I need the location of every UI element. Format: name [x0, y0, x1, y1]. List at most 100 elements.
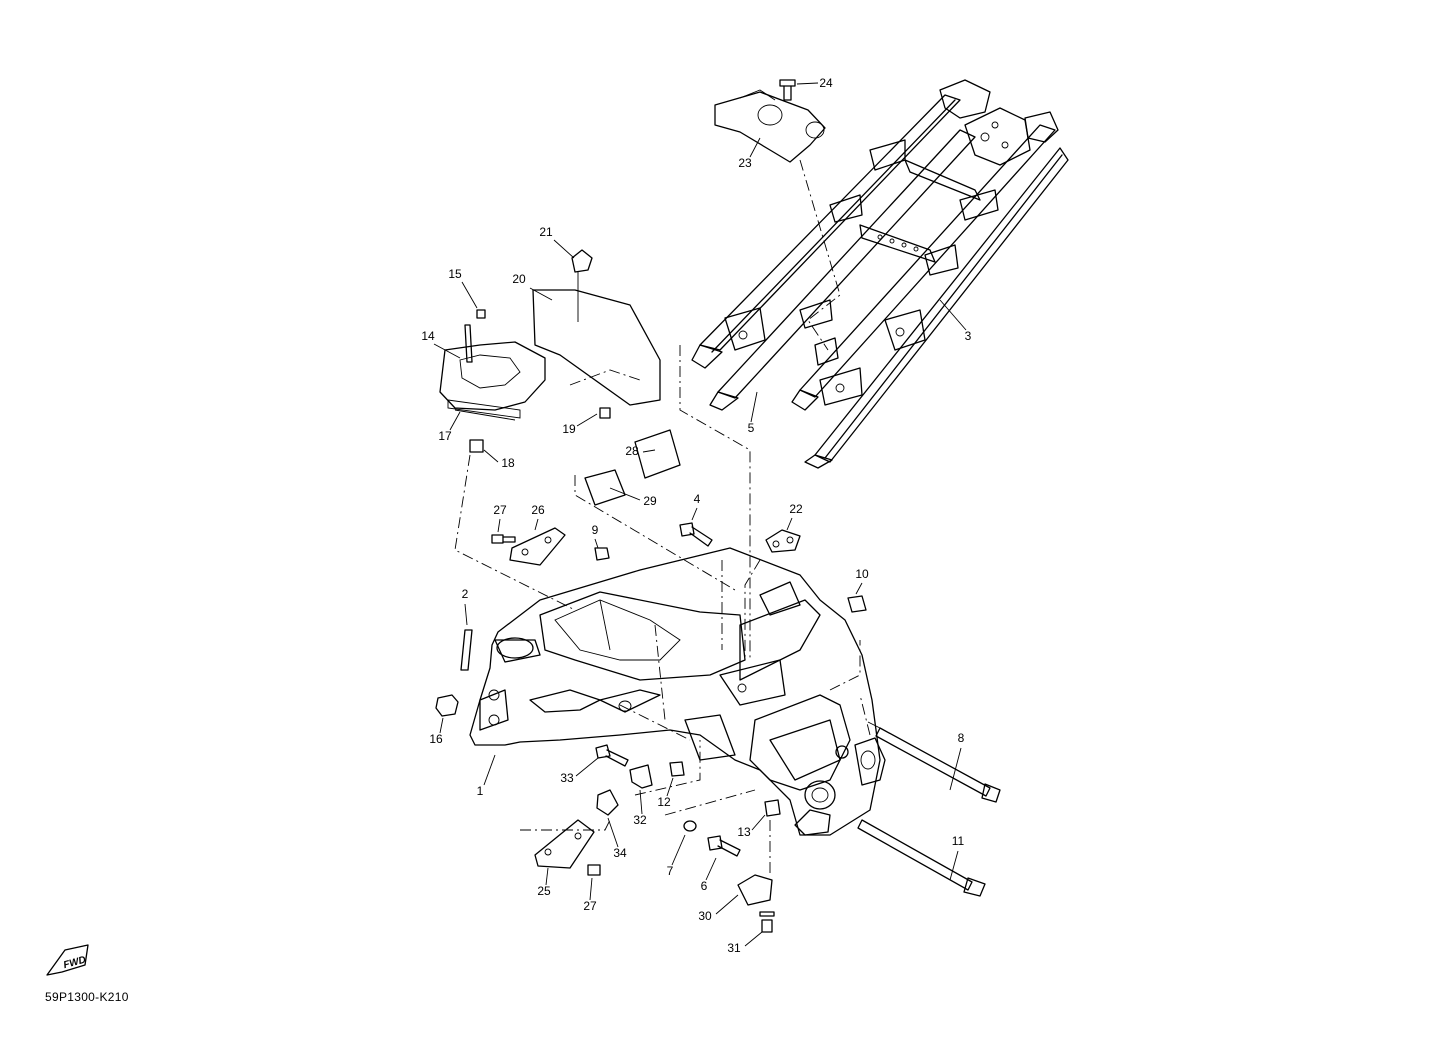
leader-line — [545, 867, 549, 886]
leader-line — [949, 747, 962, 791]
part-number-label: 23 — [738, 156, 752, 170]
leader-line — [786, 517, 793, 531]
leader-line — [609, 487, 641, 501]
leader-line — [483, 754, 496, 786]
part-number-label: 1 — [477, 784, 484, 798]
part-number-label: 19 — [562, 422, 576, 436]
leader-line — [642, 449, 656, 453]
part-number-label: 31 — [727, 941, 741, 955]
leader-line — [483, 449, 499, 463]
callout-p9: 9 — [592, 523, 599, 549]
leader-line — [750, 391, 758, 423]
callout-p6: 6 — [701, 857, 717, 893]
leader-line — [939, 299, 967, 331]
callout-p34: 34 — [607, 817, 627, 860]
part-number-label: 2 — [462, 587, 469, 601]
part-number-label: 32 — [633, 813, 647, 827]
callout-p8: 8 — [949, 731, 965, 791]
callout-p26: 26 — [531, 503, 545, 531]
callout-p7: 7 — [667, 834, 686, 878]
fwd-arrow: FWD — [46, 944, 89, 976]
leader-line — [449, 411, 461, 431]
leader-line — [594, 538, 599, 549]
leader-line — [575, 757, 599, 777]
part-number-label: 12 — [657, 795, 671, 809]
part-number-label: 17 — [438, 429, 452, 443]
callout-p13: 13 — [737, 814, 766, 839]
callout-p31: 31 — [727, 931, 763, 955]
leader-line — [691, 507, 698, 521]
leader-line — [715, 894, 739, 915]
callout-p20: 20 — [512, 272, 553, 301]
callout-p27b: 27 — [583, 877, 597, 913]
pads-28-29-drawing — [584, 429, 681, 506]
callouts: 1234567891011121314151617181920212223242… — [421, 76, 971, 955]
assembly-lines — [454, 159, 871, 875]
part-number-label: 33 — [560, 771, 574, 785]
callout-p30: 30 — [698, 894, 739, 923]
leader-line — [534, 518, 539, 531]
tray-14-17-drawing — [439, 249, 661, 453]
part-number-label: 25 — [537, 884, 551, 898]
part-number-label: 6 — [701, 879, 708, 893]
callout-p11: 11 — [949, 834, 965, 881]
callout-p18: 18 — [483, 449, 515, 470]
part-number-label: 5 — [748, 421, 755, 435]
part-number-label: 26 — [531, 503, 545, 517]
callout-p22: 22 — [786, 502, 803, 531]
leader-line — [705, 857, 717, 881]
callout-p4: 4 — [691, 492, 701, 521]
callout-p16: 16 — [429, 717, 444, 746]
part-number-label: 30 — [698, 909, 712, 923]
callout-p28: 28 — [625, 444, 656, 458]
leader-line — [666, 777, 674, 797]
callout-p33: 33 — [560, 757, 599, 785]
callout-p15: 15 — [448, 267, 478, 309]
part-number-label: 16 — [429, 732, 443, 746]
leader-line — [607, 817, 619, 848]
leader-line — [439, 717, 444, 734]
part-number-label: 27 — [493, 503, 507, 517]
part-number-label: 13 — [737, 825, 751, 839]
part-number-label: 9 — [592, 523, 599, 537]
part-number-label: 27 — [583, 899, 597, 913]
callout-p2: 2 — [462, 587, 469, 626]
callout-p25: 25 — [537, 867, 551, 898]
leader-line — [461, 281, 478, 309]
part-number-label: 10 — [855, 567, 869, 581]
leader-line — [464, 603, 468, 626]
main-frame-drawing — [469, 547, 886, 836]
part-number-label: 4 — [694, 492, 701, 506]
callout-p19: 19 — [562, 413, 598, 436]
part-number-label: 15 — [448, 267, 462, 281]
part-number-label: 3 — [965, 329, 972, 343]
leader-line — [796, 82, 819, 85]
leader-line — [855, 582, 863, 595]
callout-p12: 12 — [657, 777, 674, 809]
callout-p27a: 27 — [493, 503, 507, 533]
leader-line — [433, 343, 461, 359]
part-number-label: 8 — [958, 731, 965, 745]
part-number-label: 22 — [789, 502, 803, 516]
part-number-label: 28 — [625, 444, 639, 458]
leader-line — [553, 239, 575, 259]
part-number-label: 34 — [613, 846, 627, 860]
leader-line — [589, 877, 593, 901]
callout-p5: 5 — [748, 391, 758, 435]
bracket-23-drawing — [714, 79, 826, 163]
leader-line — [576, 413, 598, 427]
leader-line — [751, 814, 766, 831]
leader-line — [949, 850, 959, 881]
part-number-label: 14 — [421, 329, 435, 343]
part-number-label: 18 — [501, 456, 515, 470]
callout-p32: 32 — [633, 789, 647, 827]
part-number-label: 29 — [643, 494, 657, 508]
callout-p1: 1 — [477, 754, 496, 798]
hardware-drawing — [435, 522, 1001, 933]
rear-frame-drawing — [691, 79, 1069, 469]
leader-line — [639, 789, 643, 815]
part-number-label: 11 — [952, 834, 965, 848]
part-number-label: 24 — [819, 76, 833, 90]
part-number-label: 21 — [539, 225, 553, 239]
